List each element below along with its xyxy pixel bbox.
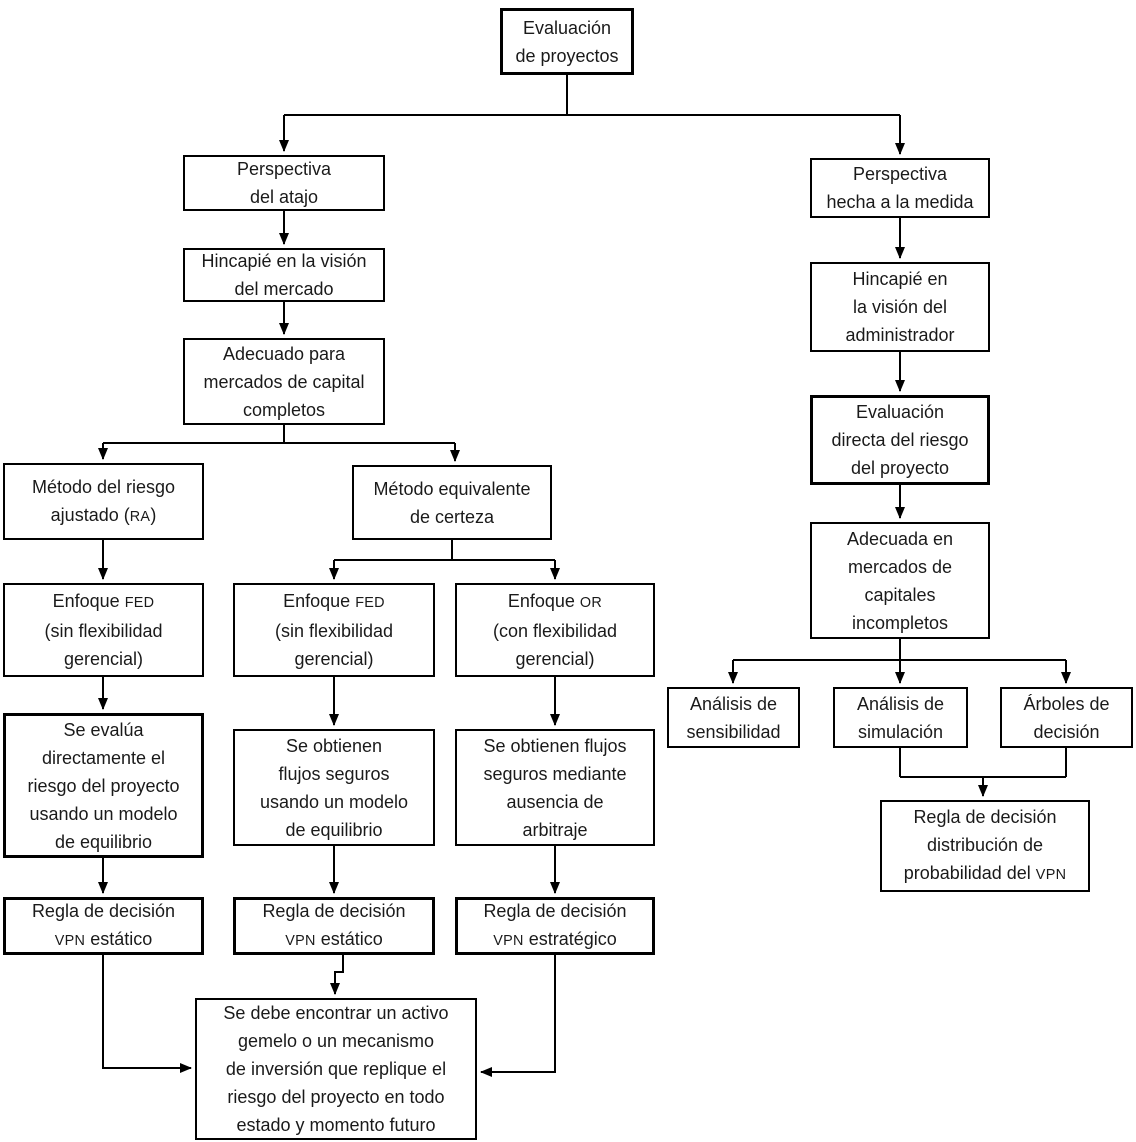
- node-metodo-riesgo-ajustado: Método del riesgo ajustado (RA): [3, 463, 204, 540]
- node-label: Adecuado para mercados de capital comple…: [203, 343, 365, 420]
- node-label: Enfoque FED (sin flexibilidad gerencial): [274, 591, 394, 669]
- node-regla-distribucion-vpn: Regla de decisión distribución de probab…: [880, 800, 1090, 892]
- node-regla-vpn-estatico-izquierda: Regla de decisión VPN estático: [3, 897, 204, 955]
- edge-trunk-equivalente: [334, 540, 555, 561]
- node-se-obtienen-flujos-equilibrio: Se obtienen flujos seguros usando un mod…: [233, 729, 435, 846]
- node-enfoque-fed-izquierda: Enfoque FED (sin flexibilidad gerencial): [3, 583, 204, 677]
- node-label: Se obtienen flujos seguros mediante ause…: [483, 735, 627, 840]
- node-label: Adecuada en mercados de capitales incomp…: [846, 528, 954, 633]
- node-label: Enfoque OR (con flexibilidad gerencial): [492, 591, 618, 669]
- edge-regla-estrategico-to-gemelo: [480, 955, 556, 1077]
- node-perspectiva-del-atajo: Perspectiva del atajo: [183, 155, 385, 211]
- node-label: Perspectiva hecha a la medida: [826, 164, 974, 212]
- node-label: Hincapié en la visión del administrador: [845, 269, 955, 345]
- node-label: Se obtienen flujos seguros usando un mod…: [259, 735, 409, 840]
- node-se-obtienen-flujos-arbitraje: Se obtienen flujos seguros mediante ause…: [455, 729, 655, 846]
- node-label: Evaluación directa del riesgo del proyec…: [831, 402, 969, 478]
- node-label: Regla de decisión VPN estático: [31, 901, 176, 949]
- node-label: Método equivalente de certeza: [373, 478, 531, 527]
- node-regla-vpn-estrategico: Regla de decisión VPN estratégico: [455, 897, 655, 955]
- node-label: Análisis de simulación: [856, 693, 945, 742]
- node-analisis-sensibilidad: Análisis de sensibilidad: [667, 687, 800, 748]
- edge-regla-izq-to-gemelo: [102, 955, 192, 1073]
- node-label: Hincapié en la visión del mercado: [201, 251, 367, 299]
- node-label: Se debe encontrar un activo gemelo o un …: [223, 1003, 449, 1135]
- node-hincapie-vision-mercado: Hincapié en la visión del mercado: [183, 248, 385, 302]
- node-label: Análisis de sensibilidad: [686, 693, 781, 742]
- edge-trunk-top: [284, 75, 900, 116]
- node-label: Método del riesgo ajustado (RA): [31, 476, 176, 525]
- node-arboles-decision: Árboles de decisión: [1000, 687, 1133, 748]
- edge-trunk-merge: [899, 748, 1067, 778]
- node-label: Regla de decisión VPN estático: [262, 901, 406, 949]
- node-enfoque-or: Enfoque OR (con flexibilidad gerencial): [455, 583, 655, 677]
- node-label: Árboles de decisión: [1023, 693, 1110, 742]
- edge-trunk-adecuada: [733, 639, 1066, 661]
- node-adecuado-mercados-completos: Adecuado para mercados de capital comple…: [183, 338, 385, 425]
- node-hincapie-vision-administrador: Hincapié en la visión del administrador: [810, 262, 990, 352]
- node-label: Regla de decisión VPN estratégico: [483, 901, 627, 949]
- edge-regla-centro-to-gemelo: [330, 955, 344, 995]
- node-label: Se evalúa directamente el riesgo del pro…: [27, 719, 180, 852]
- node-evaluacion-de-proyectos: Evaluación de proyectos: [500, 8, 634, 75]
- node-adecuada-mercados-incompletos: Adecuada en mercados de capitales incomp…: [810, 522, 990, 639]
- node-label: Evaluación de proyectos: [515, 17, 619, 66]
- node-analisis-simulacion: Análisis de simulación: [833, 687, 968, 748]
- node-label: Regla de decisión distribución de probab…: [903, 807, 1067, 883]
- node-evaluacion-directa-riesgo: Evaluación directa del riesgo del proyec…: [810, 395, 990, 485]
- node-se-evalua-directamente: Se evalúa directamente el riesgo del pro…: [3, 713, 204, 858]
- node-perspectiva-hecha-a-la-medida: Perspectiva hecha a la medida: [810, 158, 990, 218]
- node-activo-gemelo: Se debe encontrar un activo gemelo o un …: [195, 998, 477, 1140]
- node-label: Perspectiva del atajo: [236, 159, 332, 207]
- node-regla-vpn-estatico-centro: Regla de decisión VPN estático: [233, 897, 435, 955]
- edge-trunk-adecuado: [103, 425, 455, 444]
- node-metodo-equivalente-certeza: Método equivalente de certeza: [352, 465, 552, 540]
- node-enfoque-fed-centro: Enfoque FED (sin flexibilidad gerencial): [233, 583, 435, 677]
- node-label: Enfoque FED (sin flexibilidad gerencial): [44, 591, 163, 669]
